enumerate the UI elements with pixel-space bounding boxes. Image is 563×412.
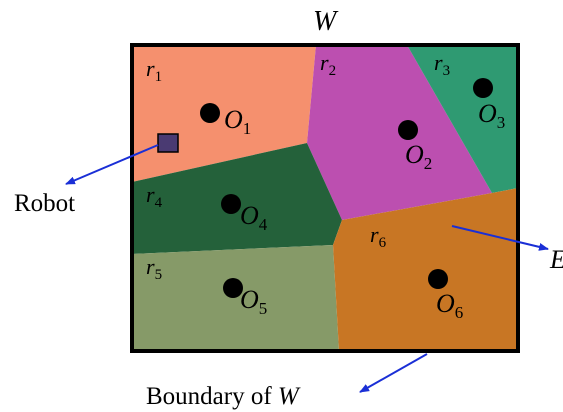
- workspace-title: W: [313, 6, 339, 37]
- obstacle-o6-dot: [428, 269, 448, 289]
- edge-arrow: [451, 225, 549, 251]
- obstacle-o3-dot: [473, 78, 493, 98]
- obstacle-labels: O1 O2 O3 O4 O5 O6: [224, 99, 505, 322]
- obstacle-label-o5: O5: [240, 285, 267, 318]
- region-label-r5: r5: [146, 254, 162, 283]
- region-label-r3: r3: [434, 50, 450, 79]
- obstacle-o2-dot: [398, 120, 418, 140]
- obstacle-label-o6: O6: [436, 289, 463, 322]
- arrows-layer: [65, 144, 549, 393]
- boundary-arrow: [359, 353, 428, 393]
- robot-label: Robot: [14, 190, 75, 217]
- obstacles-layer: [200, 78, 493, 298]
- region-r5: [132, 245, 339, 351]
- region-labels: r1 r2 r3 r4 r5 r6: [146, 50, 450, 283]
- obstacle-label-o3: O3: [478, 99, 505, 132]
- robot-marker: [157, 133, 179, 153]
- boundary-label: Boundary of W: [146, 383, 301, 410]
- region-label-r6: r6: [370, 222, 387, 251]
- edge-label: E: [549, 245, 563, 274]
- robot-arrow: [65, 144, 159, 185]
- obstacle-label-o2: O2: [405, 140, 432, 173]
- obstacle-label-o4: O4: [240, 201, 268, 234]
- region-r6: [333, 188, 518, 351]
- workspace-boundary: [130, 43, 520, 353]
- region-label-r4: r4: [146, 182, 163, 211]
- obstacle-o5-dot: [223, 278, 243, 298]
- obstacle-o1-dot: [200, 103, 220, 123]
- region-label-r1: r1: [146, 56, 162, 85]
- obstacle-label-o1: O1: [224, 105, 251, 138]
- region-label-r2: r2: [320, 50, 336, 79]
- obstacle-o4-dot: [221, 194, 241, 214]
